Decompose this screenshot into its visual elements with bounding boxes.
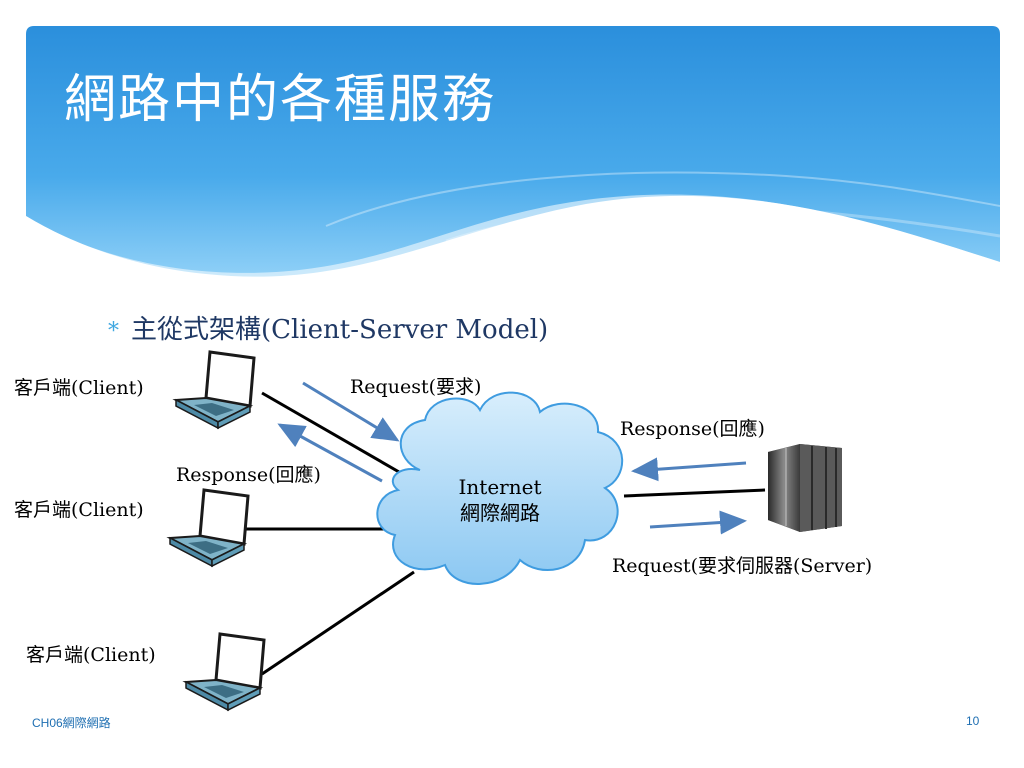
link-internet-server [623, 488, 766, 498]
client-label: 客戶端(Client) [14, 377, 144, 399]
request-label: Request(要求) [350, 376, 482, 398]
bullet-text: 主從式架構(Client-Server Model) [131, 315, 549, 345]
server-icon [768, 444, 842, 532]
internet-label-en: Internet [458, 475, 542, 499]
server-response-arrow-icon [631, 457, 747, 482]
laptop-icon [182, 632, 266, 712]
laptop-icon [166, 488, 250, 568]
page-title: 網路中的各種服務 [64, 70, 497, 130]
link-client1-internet [261, 391, 407, 478]
bullet-item: * 主從式架構(Client-Server Model) [108, 309, 548, 346]
client-label: 客戶端(Client) [26, 644, 156, 666]
request-arrow-icon [302, 381, 400, 442]
response-arrow-icon [277, 423, 383, 483]
footer-chapter: CH06網際網路 [32, 716, 111, 730]
header-banner [26, 26, 1000, 285]
bullet-marker: * [108, 319, 119, 344]
internet-label: Internet 網際網路 [440, 474, 560, 526]
internet-cloud-icon [376, 391, 624, 585]
server-response-label: Response(回應) [620, 418, 765, 440]
server-request-arrow-icon [649, 510, 747, 535]
client-label: 客戶端(Client) [14, 499, 144, 521]
response-label: Response(回應) [176, 464, 321, 486]
laptop-icon [172, 350, 256, 430]
internet-label-zh: 網際網路 [460, 501, 540, 525]
server-request-label: Request(要求伺服器(Server) [612, 555, 873, 577]
page-number: 10 [966, 714, 980, 728]
link-client3-internet [261, 570, 415, 676]
